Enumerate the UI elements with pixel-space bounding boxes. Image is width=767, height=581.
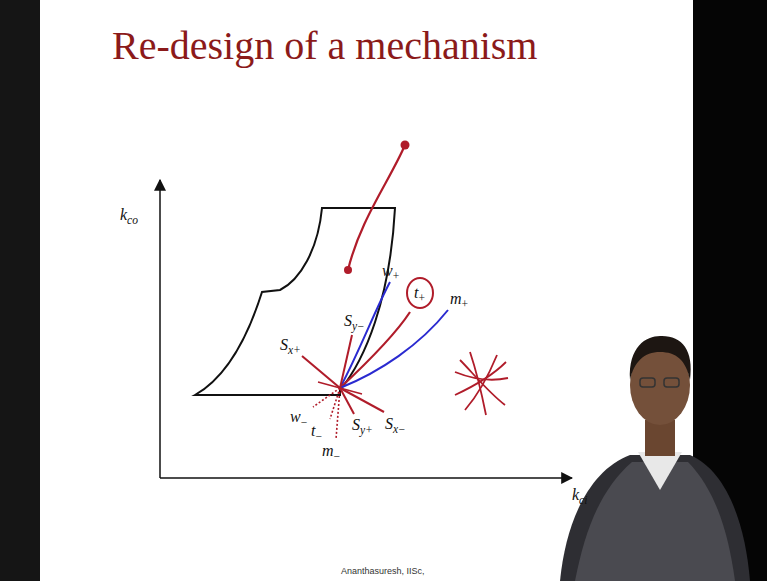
footer-credit: Ananthasuresh, IISc, xyxy=(341,566,425,576)
highlight-loop xyxy=(407,278,433,308)
curve-label: m− xyxy=(322,442,340,465)
design-path xyxy=(348,145,405,270)
curve-label: w+ xyxy=(382,262,399,285)
axis-line xyxy=(160,477,572,479)
curve-label: Sy+ xyxy=(352,416,373,439)
curve-label: Sx+ xyxy=(280,336,301,359)
presenter-figure xyxy=(560,336,750,581)
sensitivity-line xyxy=(340,388,384,412)
sensitivity-line xyxy=(313,388,340,407)
axis-label: kci xyxy=(572,486,587,509)
axis-label: kco xyxy=(120,206,138,229)
sensitivity-curve xyxy=(340,310,448,388)
curve-label: Sx− xyxy=(385,415,406,438)
sensitivity-line xyxy=(330,388,340,419)
star-sketch xyxy=(455,352,508,415)
sensitivity-line xyxy=(318,382,362,394)
curve-label: Sy− xyxy=(344,312,365,335)
region-outline xyxy=(195,208,395,395)
sensitivity-curve xyxy=(340,312,410,388)
side-bar xyxy=(0,0,40,581)
slide-title: Re-design of a mechanism xyxy=(112,22,537,69)
curve-label: w− xyxy=(290,408,307,431)
sensitivity-line xyxy=(340,335,352,388)
curve-label: t+ xyxy=(414,284,425,307)
curve-label: m+ xyxy=(450,290,468,313)
curve-label: t− xyxy=(311,422,322,445)
path-dot xyxy=(344,266,352,274)
sensitivity-curve xyxy=(340,282,390,388)
path-dot xyxy=(401,141,410,150)
axis-line xyxy=(159,180,161,478)
sensitivity-line xyxy=(336,388,340,439)
